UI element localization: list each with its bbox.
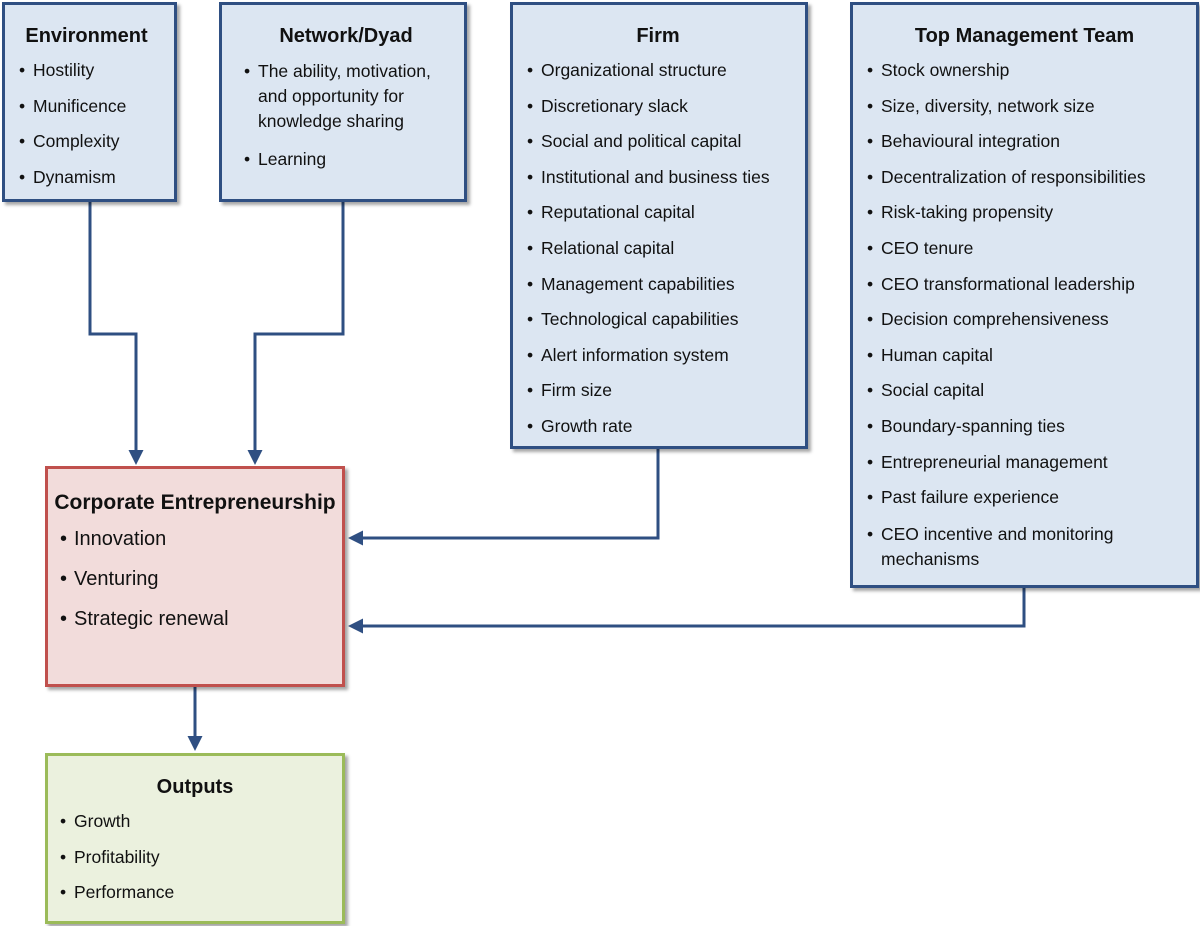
environment-list: Hostility Munificence Complexity Dynamis… xyxy=(11,59,174,188)
list-item: Size, diversity, network size xyxy=(859,95,1190,117)
arrow-firm-to-ce xyxy=(348,449,660,546)
list-item: Hostility xyxy=(11,59,174,81)
corporate-entrepreneurship-list: Innovation Venturing Strategic renewal xyxy=(54,527,336,631)
corporate-entrepreneurship-box: Corporate Entrepreneurship Innovation Ve… xyxy=(45,466,345,687)
list-item: Munificence xyxy=(11,95,174,117)
list-item: Strategic renewal xyxy=(54,607,336,631)
list-item: Decision comprehensiveness xyxy=(859,308,1190,330)
list-item: CEO transformational leadership xyxy=(859,273,1190,295)
list-item: Technological capabilities xyxy=(519,308,797,330)
list-item: Firm size xyxy=(519,379,797,401)
environment-box: Environment Hostility Munificence Comple… xyxy=(2,2,177,202)
list-item: Alert information system xyxy=(519,344,797,366)
list-item: Profitability xyxy=(54,846,336,868)
environment-title: Environment xyxy=(25,25,148,47)
list-item: Entrepreneurial management xyxy=(859,451,1190,473)
top-management-team-list: Stock ownership Size, diversity, network… xyxy=(859,59,1190,572)
list-item: Past failure experience xyxy=(859,486,1190,508)
top-management-team-box: Top Management Team Stock ownership Size… xyxy=(850,2,1199,588)
network-dyad-list: The ability, motivation, and opportunity… xyxy=(236,59,456,172)
list-item: Complexity xyxy=(11,130,174,152)
list-item: Boundary-spanning ties xyxy=(859,415,1190,437)
corporate-entrepreneurship-title: Corporate Entrepreneurship xyxy=(54,491,336,514)
list-item: Organizational structure xyxy=(519,59,797,81)
list-item: Behavioural integration xyxy=(859,130,1190,152)
list-item: Institutional and business ties xyxy=(519,166,797,188)
network-dyad-title: Network/Dyad xyxy=(279,25,413,47)
list-item: Human capital xyxy=(859,344,1190,366)
list-item: Innovation xyxy=(54,527,336,551)
list-item: Learning xyxy=(236,147,456,172)
firm-box: Firm Organizational structure Discretion… xyxy=(510,2,808,449)
list-item: Risk-taking propensity xyxy=(859,201,1190,223)
arrow-tmt-to-ce xyxy=(348,588,1026,634)
firm-list: Organizational structure Discretionary s… xyxy=(519,59,797,437)
list-item: Venturing xyxy=(54,567,336,591)
list-item: Stock ownership xyxy=(859,59,1190,81)
network-dyad-box: Network/Dyad The ability, motivation, an… xyxy=(219,2,467,202)
list-item: Discretionary slack xyxy=(519,95,797,117)
list-item: Social and political capital xyxy=(519,130,797,152)
list-item: Reputational capital xyxy=(519,201,797,223)
list-item: Dynamism xyxy=(11,166,174,188)
list-item: Growth xyxy=(54,810,336,832)
list-item: CEO tenure xyxy=(859,237,1190,259)
list-item: Performance xyxy=(54,881,336,903)
outputs-box: Outputs Growth Profitability Performance xyxy=(45,753,345,924)
top-management-team-title: Top Management Team xyxy=(914,25,1135,47)
outputs-list: Growth Profitability Performance xyxy=(54,810,336,903)
firm-title: Firm xyxy=(636,25,680,47)
list-item: Decentralization of responsibilities xyxy=(859,166,1190,188)
outputs-title: Outputs xyxy=(156,776,234,798)
list-item: Growth rate xyxy=(519,415,797,437)
list-item: The ability, motivation, and opportunity… xyxy=(236,59,456,134)
arrow-network-to-ce xyxy=(247,202,345,465)
list-item: Management capabilities xyxy=(519,273,797,295)
list-item: CEO incentive and monitoring mechanisms xyxy=(859,522,1190,572)
arrow-environment-to-ce xyxy=(88,202,144,465)
list-item: Social capital xyxy=(859,379,1190,401)
list-item: Relational capital xyxy=(519,237,797,259)
